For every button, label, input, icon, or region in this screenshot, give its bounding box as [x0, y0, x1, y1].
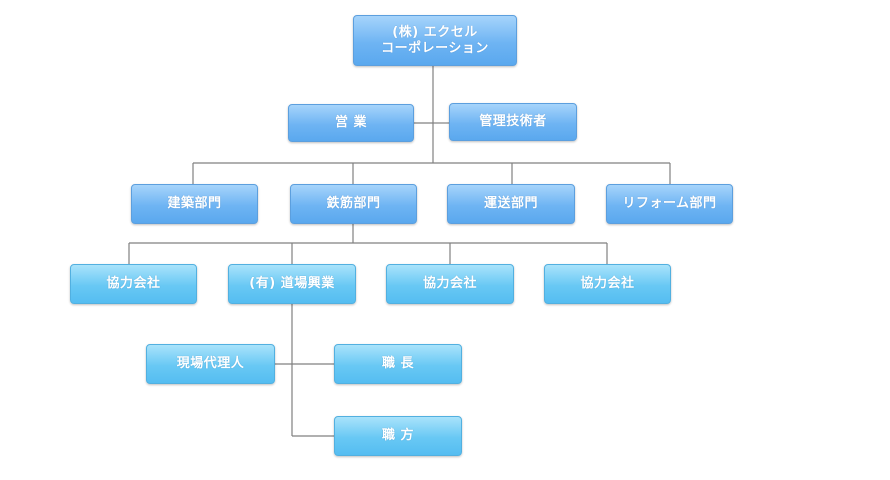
node-sales: 営 業 — [288, 104, 414, 142]
node-reform-dept: リフォーム部門 — [606, 184, 733, 224]
node-craftsman: 職 方 — [334, 416, 462, 456]
node-partner-a: 協力会社 — [70, 264, 197, 304]
node-foreman: 職 長 — [334, 344, 462, 384]
node-site-agent-label: 現場代理人 — [176, 356, 245, 371]
node-transport-dept-label: 運送部門 — [483, 196, 538, 211]
node-partner-c: 協力会社 — [544, 264, 671, 304]
node-excel-corporation: (株) エクセル コーポレーション — [353, 15, 517, 66]
node-engineer-label: 管理技術者 — [479, 114, 547, 129]
node-rebar-dept: 鉄筋部門 — [290, 184, 417, 224]
node-excel-corporation-line2: コーポレーション — [381, 40, 489, 56]
node-sales-label: 営 業 — [334, 115, 368, 130]
node-construction-dept: 建築部門 — [131, 184, 258, 224]
node-rebar-dept-label: 鉄筋部門 — [326, 196, 381, 211]
node-partner-b-label: 協力会社 — [422, 276, 477, 291]
node-engineer: 管理技術者 — [449, 103, 577, 141]
node-partner-c-label: 協力会社 — [580, 276, 635, 291]
node-partner-b: 協力会社 — [386, 264, 514, 304]
node-construction-dept-label: 建築部門 — [167, 196, 222, 211]
node-dobakogyo-label: (有) 道場興業 — [249, 276, 335, 291]
node-dobakogyo: (有) 道場興業 — [228, 264, 356, 304]
node-craftsman-label: 職 方 — [381, 428, 415, 443]
node-partner-a-label: 協力会社 — [106, 276, 161, 291]
node-transport-dept: 運送部門 — [447, 184, 575, 224]
node-site-agent: 現場代理人 — [146, 344, 275, 384]
node-excel-corporation-line1: (株) エクセル — [392, 24, 478, 40]
node-reform-dept-label: リフォーム部門 — [622, 196, 717, 211]
node-foreman-label: 職 長 — [381, 356, 415, 371]
